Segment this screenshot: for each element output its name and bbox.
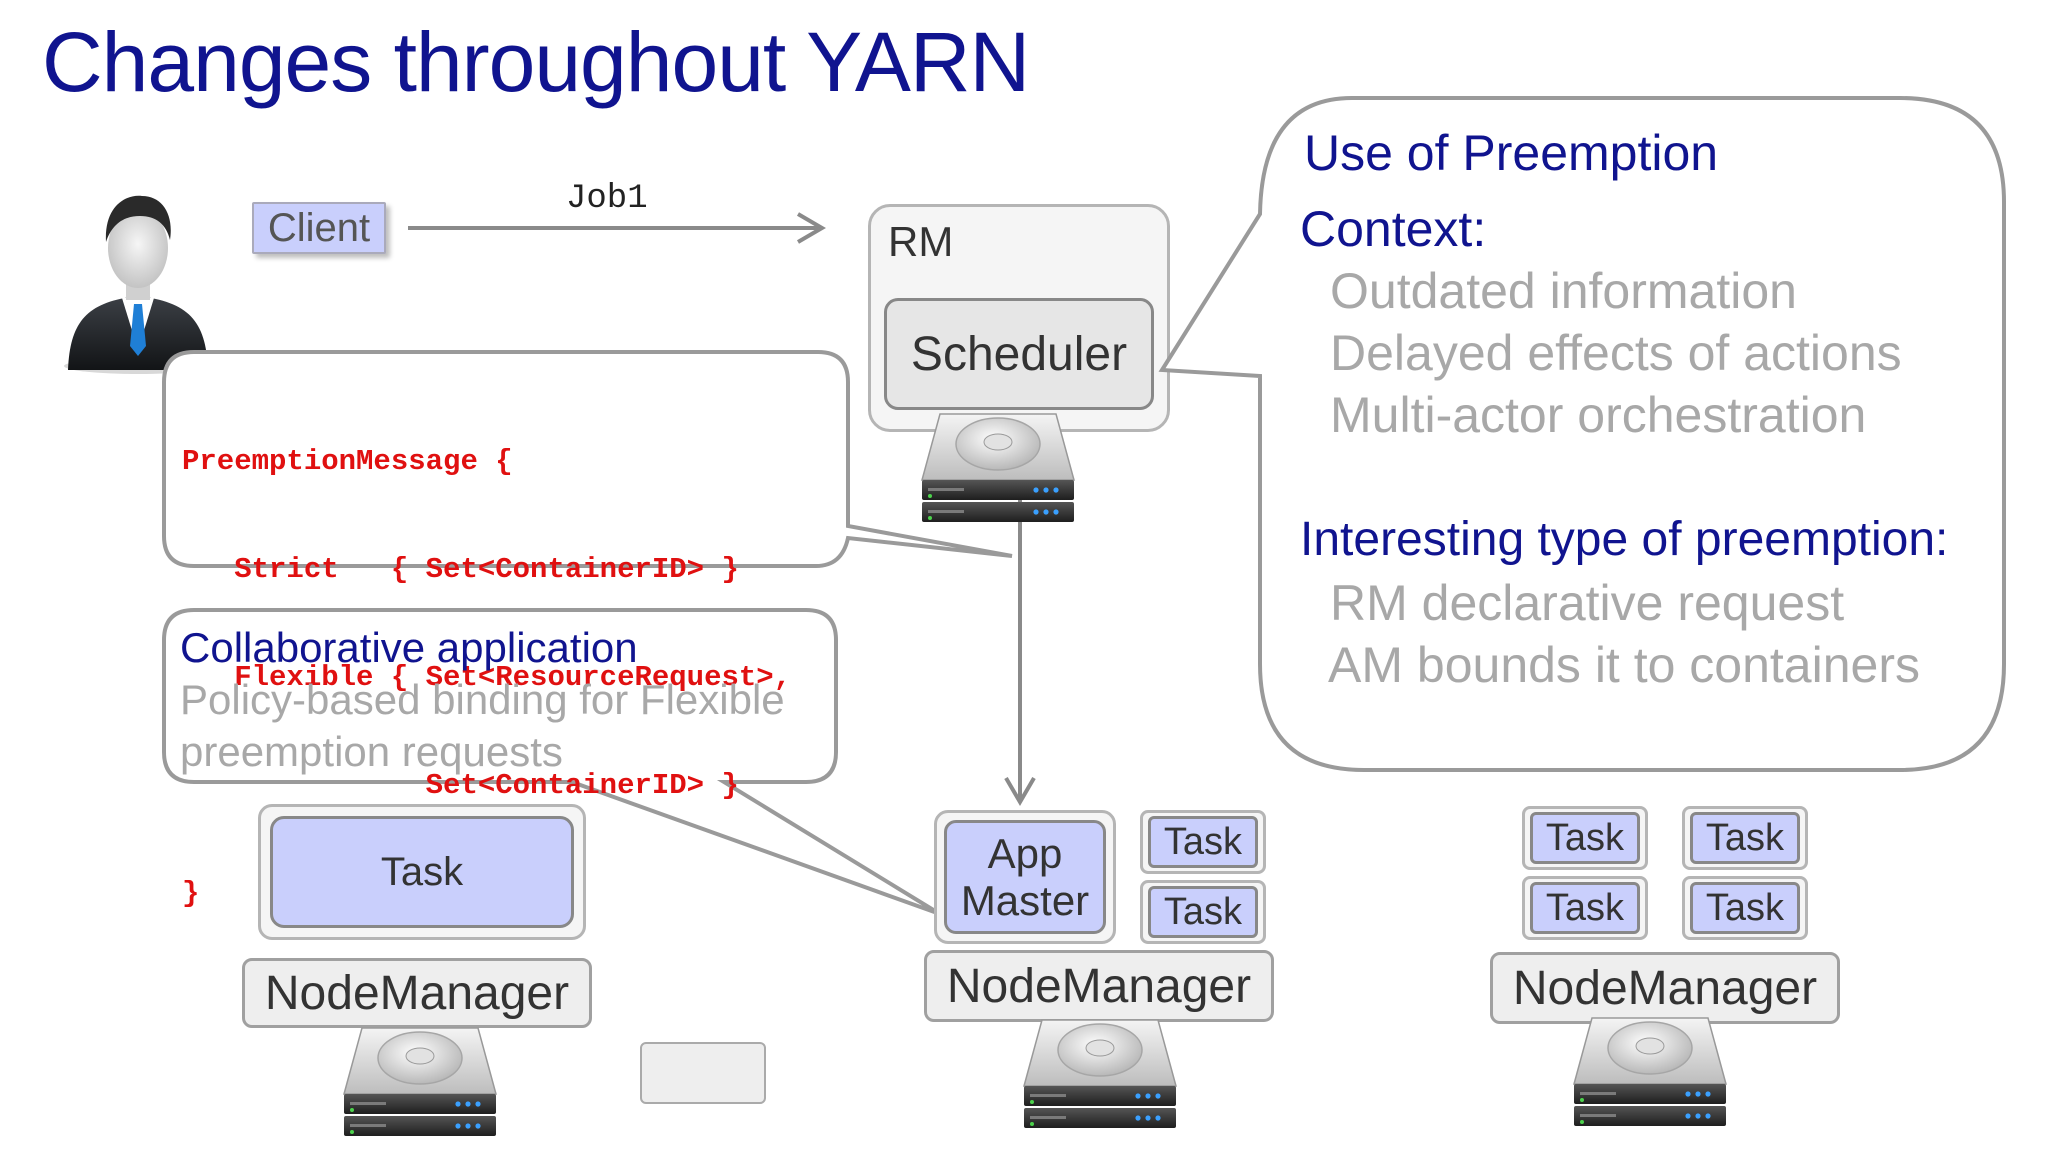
node3-task-4: Task [1690, 882, 1800, 934]
code-line: Flexible { Set<ResourceRequest>, [182, 661, 792, 694]
nodemanager-label: NodeManager [264, 966, 570, 1020]
collab-line: Policy-based binding for Flexible [180, 676, 785, 723]
context-item: Delayed effects of actions [1330, 325, 1902, 381]
collab-callout [162, 608, 942, 916]
page-title: Changes throughout YARN [42, 15, 1030, 109]
code-line: Set<ContainerID> } [182, 769, 739, 802]
app-master-line: App [987, 829, 1063, 877]
code-line: Strict { Set<ContainerID> } [182, 553, 739, 586]
node2-nodemanager: NodeManager [924, 950, 1274, 1022]
task-label: Task [1545, 816, 1625, 859]
interesting-item: RM declarative request [1330, 575, 1845, 631]
task-label: Task [1705, 816, 1785, 859]
rm-to-am-arrow-head [1004, 776, 1036, 806]
client-text: Client [267, 205, 371, 250]
node3-task-3: Task [1530, 882, 1640, 934]
app-master-line: Master [960, 877, 1090, 924]
interesting-item: AM bounds it to containers [1328, 637, 1920, 693]
interesting-label: Interesting type of preemption: [1300, 513, 1949, 566]
scheduler-box: Scheduler [884, 298, 1154, 410]
collab-heading: Collaborative application [180, 624, 638, 671]
node3-task-2: Task [1690, 812, 1800, 864]
collab-text: Collaborative application Policy-based b… [180, 622, 785, 778]
code-line: } [182, 877, 200, 910]
task-label: Task [1545, 886, 1625, 929]
job-label: Job1 [566, 180, 648, 218]
app-master: App Master [944, 820, 1106, 934]
preemption-message-callout [162, 350, 1013, 568]
node3-task-1: Task [1530, 812, 1640, 864]
node3-nodemanager: NodeManager [1490, 952, 1840, 1024]
context-item: Outdated information [1330, 263, 1797, 319]
task-label: Task [380, 849, 464, 894]
task-label: Task [1163, 820, 1243, 863]
collab-line: preemption requests [180, 728, 563, 775]
rm-label: RM [888, 218, 954, 265]
scheduler-label: Scheduler [910, 327, 1128, 381]
node1-server-icon [340, 1024, 500, 1142]
preemption-message-code: PreemptionMessage { Strict { Set<Contain… [182, 372, 791, 948]
preemption-speech-bubble [1158, 96, 2006, 772]
node2-task-1: Task [1148, 816, 1258, 868]
empty-container-box [640, 1042, 766, 1104]
node1-task: Task [270, 816, 574, 928]
nodemanager-label: NodeManager [946, 959, 1252, 1013]
speech-heading: Use of Preemption [1304, 125, 1719, 181]
task-label: Task [1163, 890, 1243, 933]
node1-nodemanager: NodeManager [242, 958, 592, 1028]
code-line: PreemptionMessage { [182, 445, 513, 478]
node2-server-icon [1020, 1016, 1180, 1134]
context-label: Context: [1300, 201, 1487, 257]
client-label: Client [252, 202, 386, 254]
task-label: Task [1705, 886, 1785, 929]
node3-server-icon [1570, 1014, 1730, 1132]
context-item: Multi-actor orchestration [1330, 387, 1867, 443]
user-icon [64, 195, 212, 374]
node2-task-2: Task [1148, 886, 1258, 938]
job-arrow-head [796, 212, 826, 244]
nodemanager-label: NodeManager [1512, 961, 1818, 1015]
